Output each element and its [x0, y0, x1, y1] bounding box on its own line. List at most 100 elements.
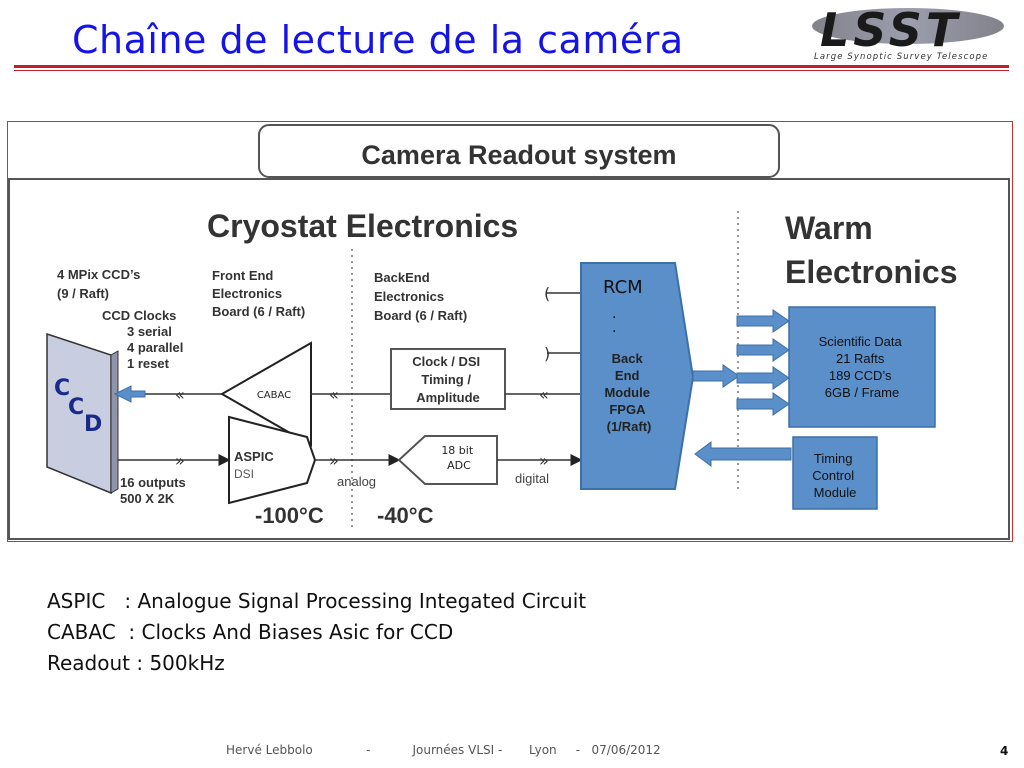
data-arrow-2	[736, 338, 790, 362]
legend-cabac: CABAC : Clocks And Biases Asic for CCD	[47, 620, 454, 644]
ccd-outputs-line1: 16 outputs	[120, 475, 186, 490]
footer-event: Journées VLSI -	[412, 743, 503, 757]
rcm-dot-2: .	[612, 320, 616, 336]
ccd-desc-line2: (9 / Raft)	[57, 286, 109, 301]
aspic-shape	[228, 415, 317, 505]
back-end-line3: Board (6 / Raft)	[374, 308, 467, 323]
backend-line2: End	[615, 368, 640, 383]
timing-arrow	[694, 441, 792, 467]
front-end-line2: Electronics	[212, 286, 282, 301]
rcm-label: RCM	[603, 277, 643, 298]
ccd-outputs: 16 outputs 500 X 2K	[120, 475, 189, 506]
clock-break-1: «	[175, 385, 185, 404]
cabac-label: CABAC	[257, 390, 291, 401]
ccd-desc-line1: 4 MPix CCD’s	[57, 267, 140, 282]
aspic-sub: DSI	[234, 467, 254, 481]
front-end-label: Front End Electronics Board (6 / Raft)	[212, 268, 305, 319]
sci-line2: 21 Rafts	[836, 351, 885, 366]
backend-line1: Back	[612, 351, 644, 366]
adc-backend-break: »	[539, 451, 549, 470]
timing-module-label: Timing Control Module	[812, 451, 858, 500]
lsst-logo: LSST	[812, 3, 1004, 57]
clock-dsi-line1: Clock / DSI	[412, 354, 480, 369]
ccd-clocks-line4: 1 reset	[127, 356, 170, 371]
backend-line5: (1/Raft)	[607, 419, 652, 434]
sci-line1: Scientific Data	[819, 334, 903, 349]
temp-warm: -40°C	[377, 503, 434, 528]
ccd-letter-3: D	[84, 412, 102, 437]
footer-author: Hervé Lebbolo	[226, 743, 313, 757]
cryostat-title: Cryostat Electronics	[207, 208, 518, 244]
logo-tagline: Large Synoptic Survey Telescope	[814, 52, 989, 62]
slide-title: Chaîne de lecture de la caméra	[72, 18, 684, 62]
warm-title-line2: Electronics	[785, 254, 958, 290]
ccd-aspic-break: »	[175, 451, 185, 470]
header-pill	[258, 124, 780, 178]
rcm-dot-1: .	[612, 306, 616, 322]
adc-label: 18 bit ADC	[441, 444, 476, 472]
ccd-label: C C D	[54, 376, 102, 437]
ccd-clocks-line3: 4 parallel	[127, 340, 183, 355]
acronym-legend: ASPIC : Analogue Signal Processing Integ…	[47, 586, 586, 679]
footer-place: Lyon	[529, 743, 557, 757]
data-arrow-1	[736, 309, 790, 333]
lsst-wordmark: LSST	[820, 3, 961, 57]
footer-date: 07/06/2012	[591, 743, 661, 757]
sci-line3: 189 CCD’s	[829, 368, 892, 383]
clock-dsi-line2: Timing /	[421, 372, 471, 387]
be-chevron-1: (	[544, 284, 550, 303]
clock-dsi-label: Clock / DSI Timing / Amplitude	[412, 354, 484, 405]
diagram-header: Camera Readout system	[361, 140, 676, 170]
legend-readout: Readout : 500kHz	[47, 651, 225, 675]
clock-arrow	[113, 385, 146, 403]
timing-line3: Module	[814, 485, 857, 500]
front-end-line3: Board (6 / Raft)	[212, 304, 305, 319]
back-end-line2: Electronics	[374, 289, 444, 304]
ccd-clocks-line2: 3 serial	[127, 324, 172, 339]
clock-dsi-line3: Amplitude	[416, 390, 480, 405]
backend-line3: Module	[604, 385, 650, 400]
clock-dsi-box	[390, 348, 506, 410]
be-chevron-2: )	[544, 344, 550, 363]
scientific-data-label: Scientific Data 21 Rafts 189 CCD’s 6GB /…	[819, 334, 906, 400]
camera-readout-diagram: Camera Readout system Cryostat Electroni…	[8, 124, 1010, 540]
footer-sep2: -	[575, 743, 581, 757]
ccd-slab-edge	[110, 350, 119, 494]
footer: Hervé Lebbolo - Journées VLSI - Lyon - 0…	[226, 743, 661, 757]
ccd-desc: 4 MPix CCD’s (9 / Raft)	[57, 267, 144, 301]
legend-aspic: ASPIC : Analogue Signal Processing Integ…	[47, 589, 587, 613]
temp-cold: -100°C	[255, 503, 324, 528]
timing-module-box	[792, 436, 878, 510]
clock-backend-break: «	[539, 385, 549, 404]
digital-label: digital	[515, 471, 549, 486]
timing-line1: Timing	[814, 451, 853, 466]
adc-line1: 18 bit	[441, 444, 474, 457]
analog-label: analog	[337, 474, 376, 489]
title-underline	[14, 65, 1009, 68]
ccd-outputs-line2: 500 X 2K	[120, 491, 175, 506]
sci-line4: 6GB / Frame	[825, 385, 899, 400]
figure-frame	[7, 121, 1013, 542]
ccd-clocks-line1: CCD Clocks	[102, 308, 176, 323]
front-end-line1: Front End	[212, 268, 273, 283]
data-arrow-3	[692, 364, 740, 388]
back-end-label: BackEnd Electronics Board (6 / Raft)	[374, 270, 467, 323]
backend-line4: FPGA	[609, 402, 646, 417]
ccd-letter-1: C	[54, 376, 70, 401]
footer-sep1: -	[366, 743, 371, 757]
data-arrow-5	[736, 392, 790, 416]
back-end-line1: BackEnd	[374, 270, 430, 285]
ccd-letter-2: C	[68, 395, 84, 420]
cabac-break: «	[329, 385, 339, 404]
adc-line2: ADC	[447, 459, 471, 472]
title-underline-thin	[14, 70, 1009, 71]
warm-title-line1: Warm	[785, 210, 873, 246]
ccd-clocks: CCD Clocks 3 serial 4 parallel 1 reset	[102, 308, 187, 371]
aspic-label: ASPIC	[234, 449, 274, 464]
scientific-data-box	[788, 306, 936, 428]
backend-module-label: Back End Module FPGA (1/Raft)	[604, 351, 653, 434]
data-arrow-4	[736, 366, 790, 390]
timing-line2: Control	[812, 468, 854, 483]
aspic-adc-break: »	[329, 451, 339, 470]
page-number: 4	[1000, 744, 1009, 758]
